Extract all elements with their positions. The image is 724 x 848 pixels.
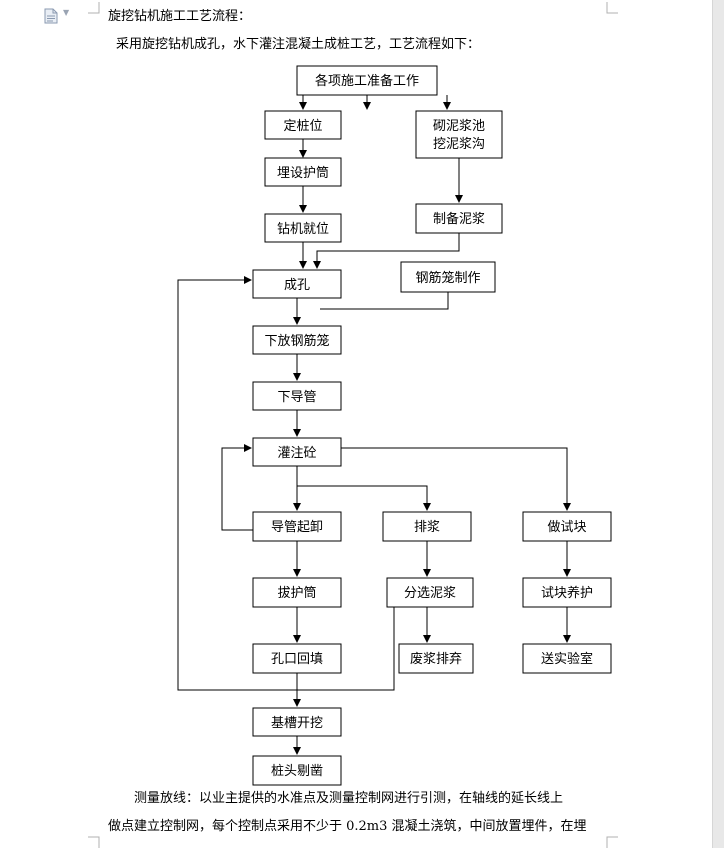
flow-label-pipe-lift: 导管起卸 bbox=[271, 519, 323, 535]
flow-label-make-mud: 制备泥浆 bbox=[433, 211, 485, 227]
flow-label-cage-make: 钢筋笼制作 bbox=[415, 270, 480, 286]
flow-label-rig-position: 钻机就位 bbox=[277, 222, 329, 237]
flow-box-to-lab: 送实验室 bbox=[522, 643, 612, 674]
flow-label-casing: 埋设护筒 bbox=[277, 165, 329, 181]
flow-label-pile-position: 定桩位 bbox=[283, 119, 322, 134]
flow-label-lower-pipe: 下导管 bbox=[277, 390, 316, 405]
flow-connectors bbox=[177, 95, 571, 755]
crop-mark-top-left bbox=[88, 2, 100, 14]
flow-label-prep: 各项施工准备工作 bbox=[315, 73, 419, 89]
doc-title-line: 旋挖钻机施工工艺流程： bbox=[108, 9, 252, 24]
document-icon[interactable] bbox=[44, 8, 58, 24]
flow-label-waste-mud: 废浆排弃 bbox=[410, 651, 462, 667]
page-edge-right bbox=[712, 0, 724, 848]
paragraph-line-2: 做点建立控制网，每个控制点采用不少于 0.2m3 混凝土浇筑，中间放置埋件，在埋 bbox=[108, 819, 587, 834]
flow-box-sort-mud: 分选泥浆 bbox=[386, 577, 474, 608]
flow-label-to-lab: 送实验室 bbox=[541, 651, 593, 667]
flow-box-pile-head: 桩头剔凿 bbox=[252, 755, 342, 786]
chevron-down-icon[interactable]: ▼ bbox=[63, 8, 70, 17]
flow-box-casing: 埋设护筒 bbox=[264, 157, 342, 187]
flow-box-rig-position: 钻机就位 bbox=[264, 213, 342, 243]
flow-label-mud-pit-2: 挖泥浆沟 bbox=[433, 137, 485, 152]
flow-box-drilling: 成孔 bbox=[252, 269, 342, 299]
flow-box-backfill: 孔口回填 bbox=[252, 643, 342, 674]
flow-box-block-cure: 试块养护 bbox=[522, 577, 612, 608]
flow-box-lower-pipe: 下导管 bbox=[252, 381, 342, 411]
flow-label-test-block: 做试块 bbox=[547, 520, 586, 535]
flow-box-pipe-lift: 导管起卸 bbox=[252, 511, 342, 542]
flow-label-pile-head: 桩头剔凿 bbox=[271, 764, 323, 779]
flow-box-lower-cage: 下放钢筋笼 bbox=[252, 325, 342, 355]
crop-mark-top-right bbox=[606, 2, 618, 14]
flow-label-drilling: 成孔 bbox=[284, 278, 310, 293]
flow-label-backfill: 孔口回填 bbox=[271, 652, 323, 667]
intro-line: 采用旋挖钻机成孔，水下灌注混凝土成桩工艺，工艺流程如下： bbox=[116, 37, 481, 52]
crop-mark-bottom-right bbox=[606, 836, 618, 848]
flow-box-make-mud: 制备泥浆 bbox=[415, 203, 503, 234]
flow-box-cage-make: 钢筋笼制作 bbox=[400, 261, 496, 293]
crop-mark-bottom-left bbox=[88, 836, 100, 848]
flow-box-excavate: 基槽开挖 bbox=[252, 707, 342, 737]
flow-box-pile-position: 定桩位 bbox=[264, 110, 342, 140]
flow-box-waste-mud: 废浆排弃 bbox=[398, 643, 474, 674]
flow-label-block-cure: 试块养护 bbox=[541, 585, 593, 601]
flow-box-prep: 各项施工准备工作 bbox=[296, 65, 438, 96]
flow-box-test-block: 做试块 bbox=[522, 511, 612, 542]
flow-label-pour: 灌注砼 bbox=[277, 446, 316, 461]
flow-label-pull-casing: 拔护筒 bbox=[277, 585, 316, 601]
flow-label-lower-cage: 下放钢筋笼 bbox=[264, 333, 329, 349]
flow-label-drain-mud: 排浆 bbox=[414, 520, 440, 535]
flow-label-mud-pit-1: 砌泥浆池 bbox=[433, 119, 485, 134]
paragraph-line-1: 测量放线：以业主提供的水准点及测量控制网进行引测，在轴线的延长线上 bbox=[134, 791, 564, 806]
flow-box-drain-mud: 排浆 bbox=[382, 511, 472, 542]
flow-label-sort-mud: 分选泥浆 bbox=[404, 586, 456, 601]
flow-label-excavate: 基槽开挖 bbox=[271, 716, 323, 731]
flow-box-pour: 灌注砼 bbox=[252, 437, 342, 467]
flow-box-pull-casing: 拔护筒 bbox=[252, 577, 342, 608]
